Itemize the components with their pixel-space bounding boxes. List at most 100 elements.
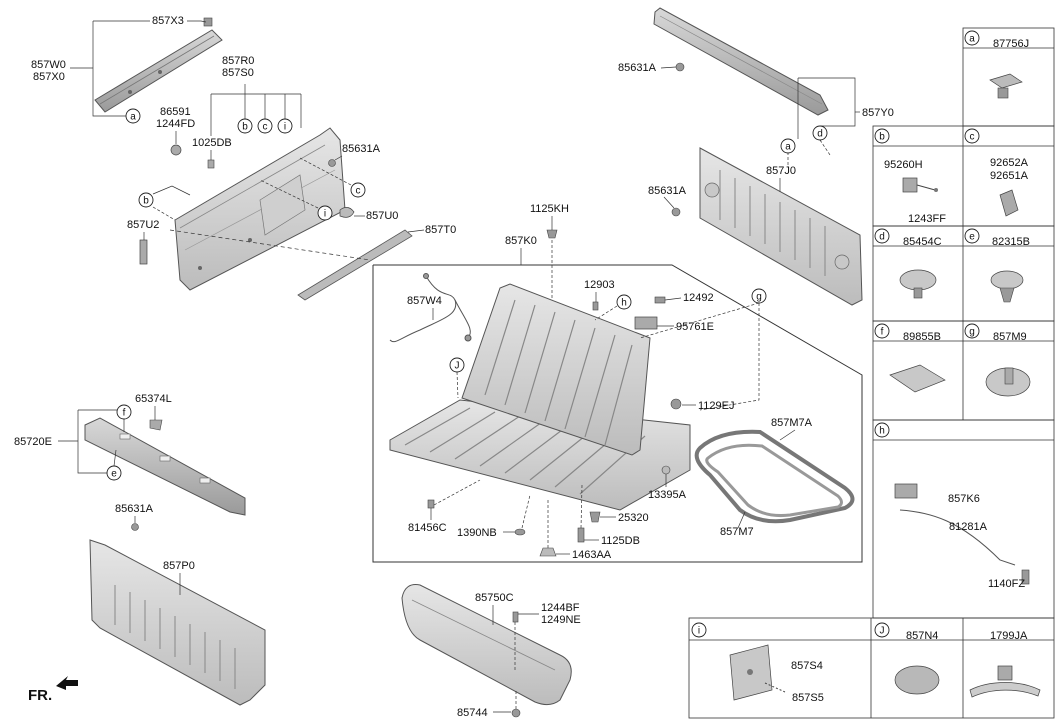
part-857P0-side-tray bbox=[89, 539, 266, 706]
legend-part-1243FF: 1243FF bbox=[908, 213, 946, 225]
legend-part-1799JA: 1799JA bbox=[990, 630, 1028, 642]
fastener-1129EJ bbox=[670, 398, 682, 410]
part-857R0-side-panel bbox=[174, 127, 346, 291]
callout-letter: f bbox=[123, 408, 126, 419]
callout-letter: b bbox=[143, 196, 149, 207]
legend-icon-89855B bbox=[889, 364, 946, 393]
callout-letter: i bbox=[284, 122, 286, 133]
part-label-1129EJ: 1129EJ bbox=[698, 400, 735, 412]
fastener-81456C bbox=[427, 499, 435, 509]
callout-circle-d: d bbox=[812, 125, 828, 141]
callout-circle-c: c bbox=[257, 118, 273, 134]
part-label-1463AA: 1463AA bbox=[572, 549, 612, 561]
part-label-65374L: 65374L bbox=[135, 393, 172, 405]
part-label-857R0: 857R0 bbox=[222, 55, 254, 67]
part-label-1390NB: 1390NB bbox=[457, 527, 497, 539]
part-857U2-bracket bbox=[139, 239, 148, 265]
legend-icon-85454C bbox=[899, 269, 937, 299]
front-arrow-icon bbox=[56, 676, 78, 690]
part-65374L-clip bbox=[149, 419, 163, 431]
fastener-1025DB bbox=[207, 159, 215, 169]
part-label-13395A: 13395A bbox=[648, 489, 687, 501]
callout-circle-e: e bbox=[106, 465, 122, 481]
callout-letter: a bbox=[785, 142, 791, 153]
part-857J0-tailgate-panel bbox=[699, 147, 863, 306]
part-857U0-handle bbox=[339, 207, 355, 218]
legend-letter: f bbox=[881, 327, 884, 338]
part-label-857S0: 857S0 bbox=[222, 67, 254, 79]
part-label-1249NE: 1249NE bbox=[541, 614, 581, 626]
part-857K0-bed-divider bbox=[461, 283, 651, 456]
leader-lines bbox=[58, 20, 860, 713]
callout-letter: J bbox=[455, 361, 460, 372]
part-label-857M7A: 857M7A bbox=[771, 417, 813, 429]
legend-part-95260H: 95260H bbox=[884, 159, 923, 171]
legend-part-81281A: 81281A bbox=[949, 521, 988, 533]
part-857W0-rail bbox=[94, 29, 223, 113]
legend-letter: e bbox=[969, 232, 975, 243]
fastener-13395A bbox=[661, 465, 671, 475]
legend-header-a: a bbox=[964, 30, 980, 46]
legend-part-82315B: 82315B bbox=[992, 236, 1030, 248]
callout-circle-b: b bbox=[237, 118, 253, 134]
legend-part-857M9: 857M9 bbox=[993, 331, 1027, 343]
callout-letter: c bbox=[263, 122, 268, 133]
legend-icon-95260H bbox=[902, 177, 938, 193]
callout-circle-c: c bbox=[350, 182, 366, 198]
part-label-1125KH: 1125KH bbox=[530, 203, 569, 215]
fastener-1244BF bbox=[512, 611, 519, 623]
legend-part-857S5: 857S5 bbox=[792, 692, 824, 704]
callout-letter: h bbox=[621, 298, 627, 309]
part-label-85631A_4: 85631A bbox=[115, 503, 154, 515]
fastener-85631A-1 bbox=[328, 159, 336, 167]
labels-layer: 857X3857W0857X0857R0857S0865911244FD1025… bbox=[14, 15, 894, 719]
legend-header-J: J bbox=[874, 622, 890, 638]
part-label-857P0: 857P0 bbox=[163, 560, 195, 572]
part-label-25320: 25320 bbox=[618, 512, 649, 524]
part-label-85750C: 85750C bbox=[475, 592, 514, 604]
callout-circle-a: a bbox=[780, 138, 796, 154]
legend-letter: b bbox=[879, 132, 885, 143]
part-label-857X3: 857X3 bbox=[152, 15, 184, 27]
legend-header-i: i bbox=[691, 622, 707, 638]
part-label-81456C: 81456C bbox=[408, 522, 447, 534]
part-857M7-seal bbox=[705, 443, 843, 517]
part-label-85631A_3: 85631A bbox=[648, 185, 687, 197]
callout-circle-g: g bbox=[751, 288, 767, 304]
legend-letter: d bbox=[879, 232, 885, 243]
part-label-1244BF: 1244BF bbox=[541, 602, 580, 614]
legend-icon-857S4 bbox=[729, 644, 786, 701]
legend-part-857N4: 857N4 bbox=[906, 630, 938, 642]
legend-grid bbox=[688, 27, 1055, 719]
part-label-85744: 85744 bbox=[457, 707, 488, 719]
fastener-1390NB bbox=[514, 528, 526, 536]
part-label-12492: 12492 bbox=[683, 292, 714, 304]
front-label: FR. bbox=[28, 687, 52, 704]
fastener-25320 bbox=[589, 511, 601, 523]
callout-circle-J: J bbox=[449, 357, 465, 373]
part-label-857M7: 857M7 bbox=[720, 526, 754, 538]
legend-header-g: g bbox=[964, 323, 980, 339]
part-85720E-rail bbox=[84, 417, 246, 516]
legend-header-f: f bbox=[874, 323, 890, 339]
part-label-857U2: 857U2 bbox=[127, 219, 159, 231]
part-857X3-clip bbox=[203, 17, 213, 27]
callout-letter: b bbox=[242, 122, 248, 133]
part-label-1025DB: 1025DB bbox=[192, 137, 232, 149]
legend-icon-857N4 bbox=[894, 665, 940, 695]
legend-header-e: e bbox=[964, 228, 980, 244]
part-label-85631A_1: 85631A bbox=[342, 143, 381, 155]
legend-part-92652A: 92652A bbox=[990, 157, 1029, 169]
callout-circle-i: i bbox=[317, 205, 333, 221]
part-label-95761E: 95761E bbox=[676, 321, 714, 333]
legend-letter: c bbox=[970, 132, 975, 143]
callout-circle-i: i bbox=[277, 118, 293, 134]
part-label-857J0: 857J0 bbox=[766, 165, 796, 177]
part-label-86591: 86591 bbox=[160, 106, 191, 118]
legend-part-1140FZ: 1140FZ bbox=[988, 578, 1025, 590]
legend-icon-857K6 bbox=[894, 483, 1030, 585]
part-857M7A-seal bbox=[694, 429, 855, 524]
part-label-85720E: 85720E bbox=[14, 436, 52, 448]
